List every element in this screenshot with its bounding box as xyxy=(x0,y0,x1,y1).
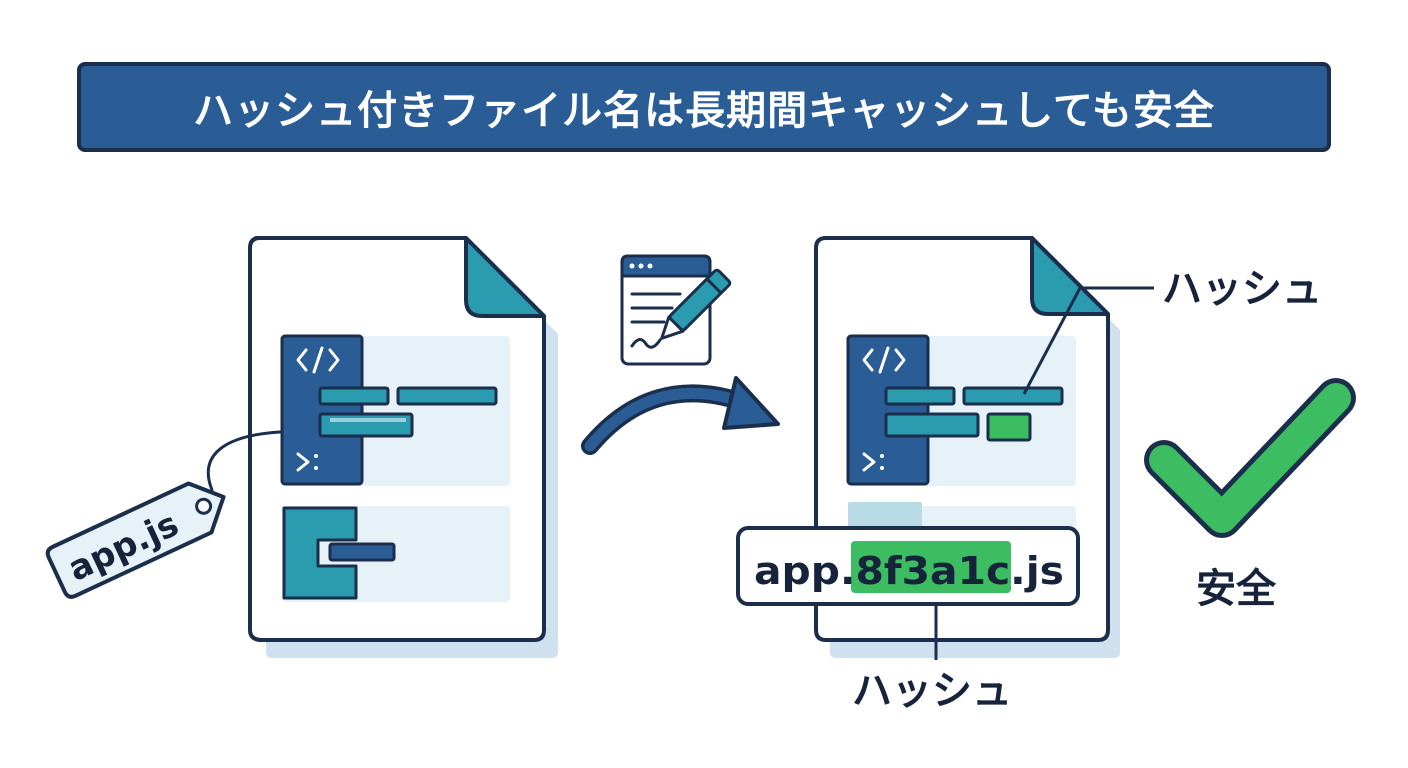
hashed-filename: app.8f3a1c.js xyxy=(754,549,1064,593)
checkmark-icon xyxy=(1144,378,1356,538)
hash-label-bottom: ハッシュ xyxy=(852,668,1012,714)
bracket-block xyxy=(282,506,358,600)
hashed-filename-box: app.8f3a1c.js xyxy=(736,526,1080,606)
hash-label-top: ハッシュ xyxy=(1162,266,1322,312)
curved-arrow-icon xyxy=(581,376,780,455)
document-edit-icon xyxy=(620,254,732,366)
original-file-document xyxy=(248,236,558,658)
code-line xyxy=(962,386,1064,406)
code-line xyxy=(884,386,956,406)
tag-hole xyxy=(195,497,213,515)
hash-highlight xyxy=(851,541,1011,593)
filename-hash: 8f3a1c xyxy=(855,549,1010,593)
code-brackets-icon xyxy=(296,346,340,374)
filename-tag: app.js xyxy=(45,481,226,599)
code-line xyxy=(318,412,414,438)
code-line xyxy=(884,412,980,438)
safe-label: 安全 xyxy=(1196,566,1277,612)
terminal-prompt-icon xyxy=(862,452,884,472)
code-line xyxy=(328,542,396,562)
hash-leader-line xyxy=(1022,287,1082,395)
title-banner: ハッシュ付きファイル名は長期間キャッシュしても安全 xyxy=(77,62,1331,152)
filename-extension: .js xyxy=(1010,549,1064,593)
page-title: ハッシュ付きファイル名は長期間キャッシュしても安全 xyxy=(193,88,1215,134)
terminal-prompt-icon xyxy=(296,452,318,472)
code-brackets-icon xyxy=(862,346,906,374)
code-line xyxy=(396,386,498,406)
hash-code-block xyxy=(986,412,1032,442)
tag-string xyxy=(206,430,282,492)
filename-prefix: app. xyxy=(754,549,855,593)
code-line xyxy=(318,386,390,406)
code-line xyxy=(330,418,406,422)
